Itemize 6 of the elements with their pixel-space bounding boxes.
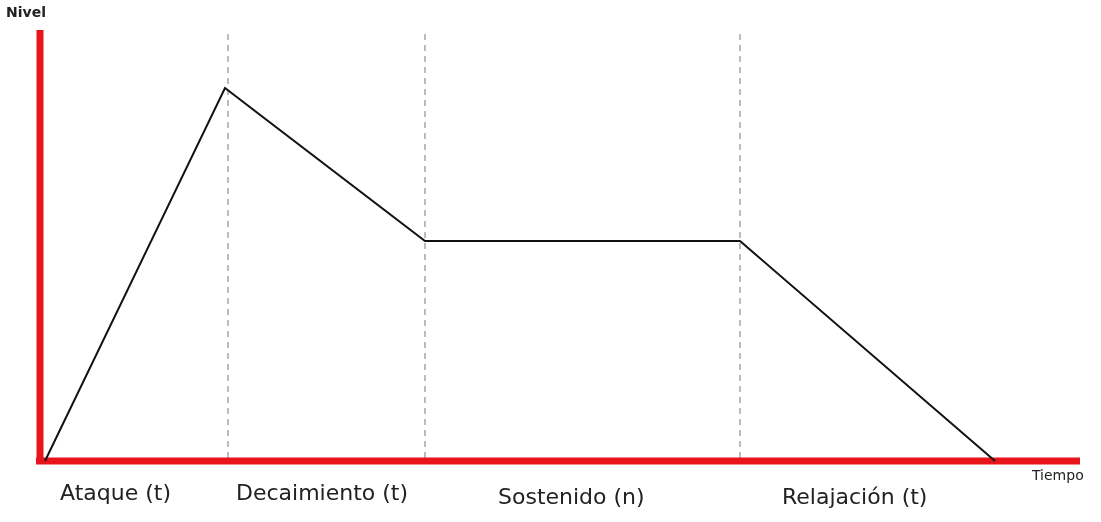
axis-label: Nivel — [6, 4, 46, 20]
phase-label: Sostenido (n) — [498, 484, 645, 509]
phase-label: Ataque (t) — [60, 480, 171, 505]
phase-label: Decaimiento (t) — [236, 480, 409, 505]
phase-label: Relajación (t) — [782, 484, 928, 509]
axis-label: Tiempo — [1032, 467, 1084, 483]
